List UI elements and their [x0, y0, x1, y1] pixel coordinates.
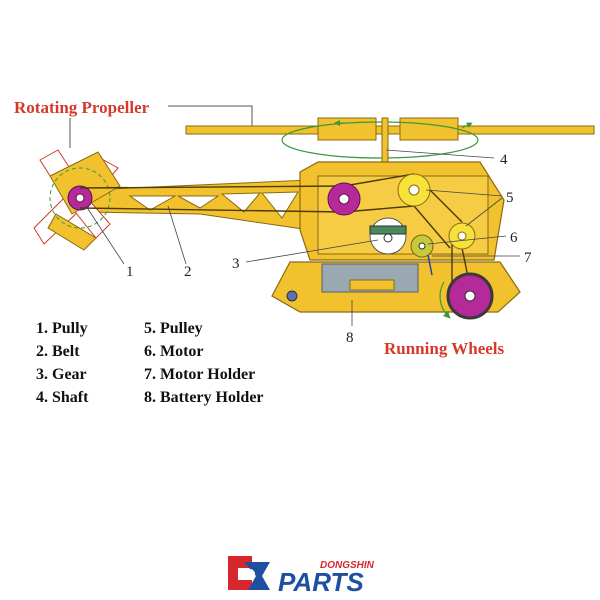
main-rotor-blade	[185, 125, 595, 135]
motor-wire	[427, 254, 433, 276]
legend-item-2: 2. Belt	[36, 343, 80, 360]
leader-lines	[85, 149, 520, 326]
legend: 1. Pully 2. Belt 3. Gear 4. Shaft 5. Pul…	[36, 320, 264, 406]
legend-item-8: 8. Battery Holder	[144, 389, 264, 406]
part-number-6: 6	[510, 230, 518, 246]
legend-item-3: 3. Gear	[36, 366, 87, 383]
legend-item-7: 7. Motor Holder	[144, 366, 255, 383]
rotor-hub-right	[399, 117, 459, 141]
part-number-7: 7	[524, 250, 532, 266]
rear-propeller	[33, 149, 121, 251]
part-number-4: 4	[500, 152, 508, 168]
wheel-rotation-arrow	[439, 281, 451, 319]
part-number-5: 5	[506, 190, 514, 206]
chassis-front-bolt	[286, 290, 298, 302]
legend-item-4: 4. Shaft	[36, 389, 89, 406]
brand-mark-icon	[228, 556, 270, 590]
part-number-8: 8	[346, 330, 354, 346]
callout-rotating-propeller: Rotating Propeller	[14, 98, 150, 117]
main-rotor-rotation-arrow	[281, 121, 479, 159]
battery-clip	[349, 279, 395, 291]
part-number-3: 3	[232, 256, 240, 272]
legend-item-6: 6. Motor	[144, 343, 204, 360]
propeller-callout-line	[168, 105, 253, 128]
part-number-1: 1	[126, 264, 134, 280]
tail-boom-truss	[128, 191, 299, 219]
brand-logo: DONGSHIN PARTS	[228, 556, 375, 597]
part-number-2: 2	[184, 264, 192, 280]
main-rotor-arrowhead-right	[461, 122, 473, 129]
legend-item-5: 5. Pulley	[144, 320, 203, 337]
legend-item-1: 1. Pully	[36, 320, 88, 337]
callout-running-wheels: Running Wheels	[384, 339, 505, 358]
brand-small-text: DONGSHIN	[320, 560, 375, 571]
brand-big-text: PARTS	[278, 567, 364, 597]
rotor-hub-left	[317, 117, 377, 141]
